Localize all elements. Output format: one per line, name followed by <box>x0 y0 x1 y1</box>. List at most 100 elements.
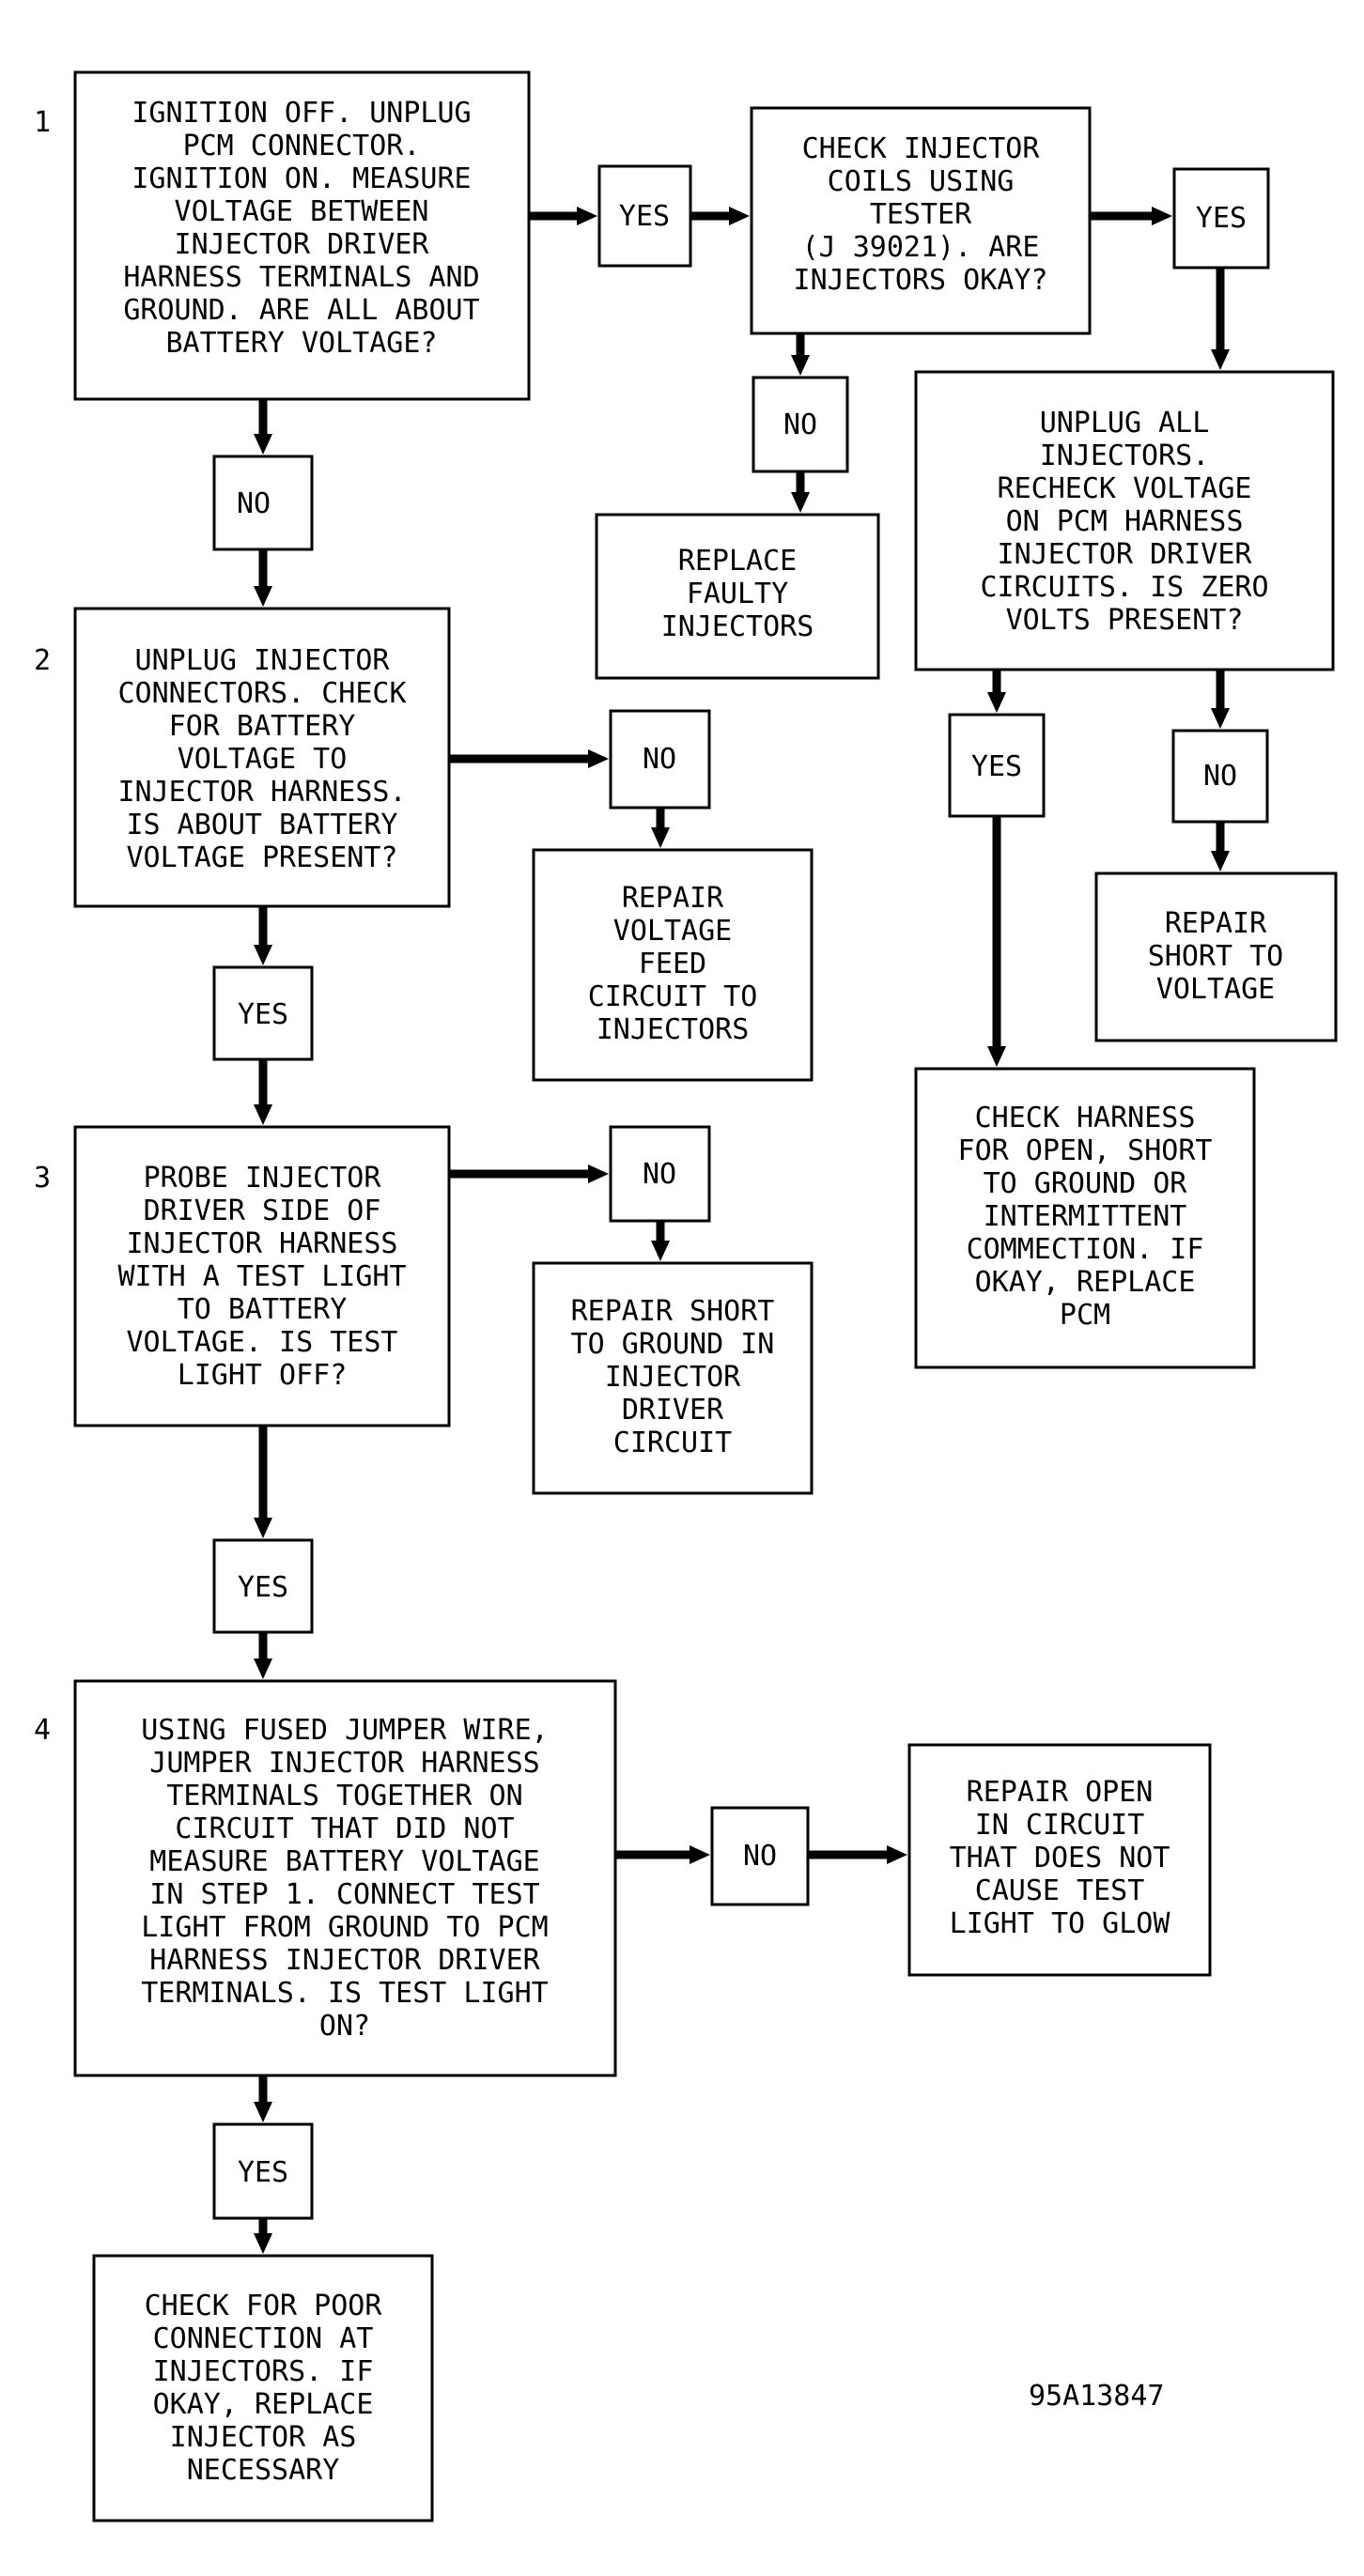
node-text-line: BATTERY VOLTAGE? <box>166 327 438 360</box>
node-text-line: TO GROUND IN <box>571 1328 775 1361</box>
node-text-line: OKAY, REPLACE <box>975 1266 1196 1299</box>
node-text-line: UNPLUG INJECTOR <box>135 644 391 677</box>
node-text-line: PCM <box>1060 1299 1110 1332</box>
node-text-line: USING FUSED JUMPER WIRE, <box>141 1714 548 1747</box>
step-4-text: USING FUSED JUMPER WIRE,JUMPER INJECTOR … <box>141 1714 548 2043</box>
decision-label: YES <box>238 998 288 1031</box>
node-text-line: DRIVER SIDE OF <box>144 1195 381 1227</box>
node-text-line: (J 39021). ARE <box>802 231 1040 264</box>
node-text-line: GROUND. ARE ALL ABOUT <box>123 294 479 327</box>
decision-label: YES <box>238 1571 288 1604</box>
node-text-line: LIGHT FROM GROUND TO PCM <box>141 1911 548 1944</box>
step-number-3: 3 <box>34 1162 51 1195</box>
node-text-line: IN CIRCUIT <box>975 1809 1145 1842</box>
decision-coils-no: NO <box>752 376 849 473</box>
node-text-line: TO GROUND OR <box>984 1167 1188 1200</box>
node-text-line: INJECTORS. <box>1040 440 1210 472</box>
decision-label: NO <box>783 409 817 441</box>
node-text-line: CIRCUITS. IS ZERO <box>980 571 1268 604</box>
decision-label: NO <box>643 1158 676 1191</box>
node-text-line: CIRCUIT TO <box>588 980 758 1013</box>
node-text-line: VOLTS PRESENT? <box>1006 604 1244 637</box>
node-text-line: TERMINALS TOGETHER ON <box>166 1780 522 1812</box>
node-text-line: REPAIR <box>622 882 724 915</box>
node-text-line: CHECK HARNESS <box>975 1102 1196 1134</box>
node-text-line: INJECTOR HARNESS <box>127 1227 398 1260</box>
figure-id: 95A13847 <box>1029 2380 1165 2413</box>
node-text-line: COMMECTION. IF <box>967 1233 1204 1266</box>
node-text-line: ON PCM HARNESS <box>1006 505 1244 538</box>
node-text-line: LIGHT OFF? <box>178 1359 348 1392</box>
node-text-line: JUMPER INJECTOR HARNESS <box>149 1747 539 1780</box>
step-number-2: 2 <box>34 644 51 677</box>
connectors <box>254 207 1230 2254</box>
node-text-line: NECESSARY <box>187 2454 340 2487</box>
node-text-line: FOR OPEN, SHORT <box>958 1134 1213 1167</box>
node-text-line: IS ABOUT BATTERY <box>127 809 398 841</box>
node-text-line: TERMINALS. IS TEST LIGHT <box>141 1977 548 2010</box>
decision-zero-no: NO <box>1171 729 1269 824</box>
node-text-line: INJECTOR HARNESS. <box>117 776 406 809</box>
decision-zero-yes: YES <box>948 713 1046 818</box>
node-text-line: HARNESS INJECTOR DRIVER <box>149 1944 540 1977</box>
step-number-4: 4 <box>34 1714 51 1747</box>
decision-label: NO <box>237 487 271 520</box>
node-text-line: CIRCUIT <box>613 1427 732 1459</box>
node-text-line: VOLTAGE BETWEEN <box>175 195 429 228</box>
node-text-line: CAUSE TEST <box>975 1874 1145 1907</box>
decision-step2-yes: YES <box>212 965 314 1061</box>
node-text-line: INJECTORS OKAY? <box>794 264 1048 297</box>
node-text-line: IGNITION OFF. UNPLUG <box>132 97 471 130</box>
node-text-line: CIRCUIT THAT DID NOT <box>175 1812 514 1845</box>
node-text-line: LIGHT TO GLOW <box>950 1907 1171 1940</box>
node-text-line: WITH A TEST LIGHT <box>117 1260 406 1293</box>
node-text-line: PROBE INJECTOR <box>144 1162 382 1195</box>
decision-label: YES <box>619 200 670 233</box>
node-text-line: OKAY, REPLACE <box>153 2388 374 2421</box>
node-text-line: FAULTY <box>687 578 788 610</box>
node-text-line: INJECTORS <box>661 610 814 643</box>
node-text-line: FOR BATTERY <box>169 710 356 743</box>
node-text-line: INJECTOR <box>605 1361 741 1394</box>
node-text-line: CHECK INJECTOR <box>802 132 1041 165</box>
node-text-line: VOLTAGE TO <box>178 743 348 776</box>
node-text-line: MEASURE BATTERY VOLTAGE <box>149 1845 539 1878</box>
node-text-line: ON? <box>319 2010 370 2043</box>
node-text-line: CHECK FOR POOR <box>145 2290 383 2322</box>
decision-step1-yes: YES <box>597 164 692 268</box>
node-text-line: SHORT TO <box>1148 940 1284 973</box>
node-text-line: VOLTAGE <box>1156 973 1275 1006</box>
node-text-line: HARNESS TERMINALS AND <box>123 261 479 294</box>
node-text-line: VOLTAGE <box>613 915 732 948</box>
decision-label: NO <box>743 1840 777 1873</box>
node-text-line: TESTER <box>870 198 972 231</box>
node-text-line: INJECTOR DRIVER <box>998 538 1253 571</box>
node-text-line: INJECTOR AS <box>170 2421 357 2454</box>
node-text-line: INTERMITTENT <box>984 1200 1187 1233</box>
node-text-line: VOLTAGE. IS TEST <box>127 1326 398 1359</box>
decision-step3-no: NO <box>609 1125 711 1223</box>
node-text-line: INJECTOR DRIVER <box>175 228 430 261</box>
decision-step4-yes: YES <box>212 2122 314 2220</box>
node-text-line: TO BATTERY <box>178 1293 348 1326</box>
